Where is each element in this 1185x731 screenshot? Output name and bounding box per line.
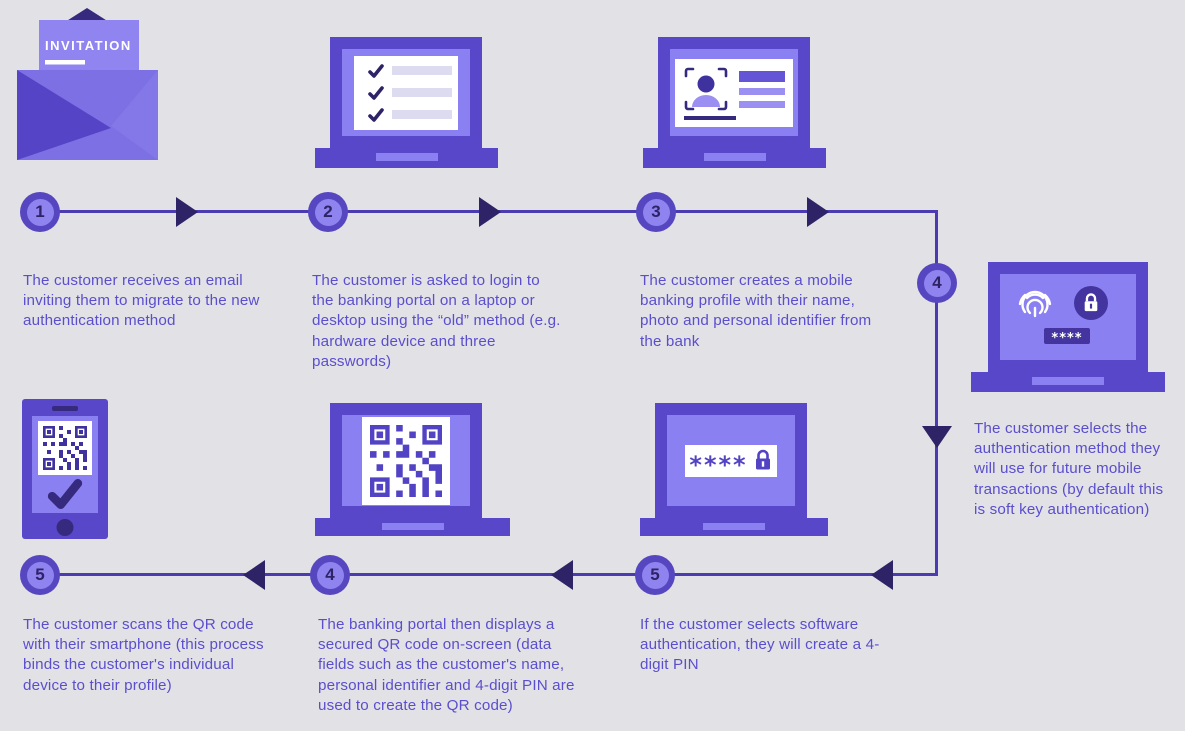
laptop-base bbox=[640, 518, 828, 536]
laptop-qr-icon bbox=[315, 403, 510, 536]
pin-field: **** bbox=[685, 444, 777, 479]
step4-qr-description: The banking portal then displays a secur… bbox=[318, 616, 575, 714]
step-node-5-scan: 5 bbox=[20, 555, 60, 595]
laptop-display: **** bbox=[1000, 274, 1136, 360]
checklist-card bbox=[354, 55, 458, 130]
lock-badge bbox=[1074, 286, 1108, 320]
laptop-notch bbox=[1032, 377, 1104, 385]
step-number: 5 bbox=[26, 561, 54, 589]
laptop-base bbox=[315, 148, 498, 168]
step-node-1: 1 bbox=[20, 192, 60, 232]
laptop-display bbox=[342, 415, 470, 506]
pin-mask-text: **** bbox=[689, 450, 748, 479]
step-number: 3 bbox=[642, 198, 670, 226]
laptop-display: **** bbox=[667, 415, 795, 506]
checklist-line bbox=[392, 110, 452, 119]
checklist-row bbox=[368, 63, 458, 78]
arrow-left-icon bbox=[551, 560, 573, 590]
profile-detail-bar bbox=[739, 87, 785, 95]
laptop-profile-icon bbox=[643, 37, 826, 168]
step-number: 5 bbox=[641, 561, 669, 589]
arrow-right-icon bbox=[479, 197, 501, 227]
qr-code-large bbox=[362, 416, 450, 505]
arrow-left-icon bbox=[243, 560, 265, 590]
envelope-graphic bbox=[17, 8, 158, 160]
laptop-base bbox=[971, 372, 1165, 392]
step5-scan-description: The customer scans the QR code with thei… bbox=[23, 616, 264, 694]
fingerprint-icon bbox=[1018, 290, 1052, 318]
pin-field: **** bbox=[1044, 328, 1090, 346]
laptop-screen bbox=[658, 37, 810, 148]
laptop-base bbox=[315, 518, 510, 536]
arrow-right-icon bbox=[807, 197, 829, 227]
step-number: 2 bbox=[314, 198, 342, 226]
step-number: 4 bbox=[923, 269, 951, 297]
checklist-row bbox=[368, 85, 458, 100]
qr-pattern bbox=[370, 424, 442, 497]
check-icon bbox=[47, 479, 83, 509]
step-node-5-pin: 5 bbox=[635, 555, 675, 595]
laptop-display bbox=[670, 49, 798, 136]
lock-icon bbox=[755, 449, 770, 470]
check-icon bbox=[368, 107, 384, 122]
phone-speaker bbox=[52, 406, 78, 411]
step2-description: The customer is asked to login to the ba… bbox=[312, 272, 561, 370]
pin-mask-text: **** bbox=[1051, 330, 1083, 346]
laptop-base bbox=[643, 148, 826, 168]
profile-card bbox=[675, 58, 793, 127]
phone-home-button bbox=[56, 519, 74, 536]
smartphone-qr-icon bbox=[22, 399, 108, 539]
arrow-down-icon bbox=[922, 426, 952, 448]
step-node-3: 3 bbox=[636, 192, 676, 232]
step4-select-description: The customer selects the authentication … bbox=[974, 420, 1164, 518]
step-number: 1 bbox=[26, 198, 54, 226]
timeline-right-line bbox=[935, 210, 938, 576]
profile-detail-bar bbox=[739, 100, 785, 108]
qr-code-small bbox=[38, 421, 92, 475]
lock-icon bbox=[1084, 293, 1098, 312]
step5-pin-description: If the customer selects software authent… bbox=[640, 616, 880, 674]
laptop-notch bbox=[375, 153, 438, 161]
checklist-line bbox=[392, 66, 452, 75]
step-number: 4 bbox=[316, 561, 344, 589]
laptop-notch bbox=[381, 523, 444, 530]
arrow-left-icon bbox=[871, 560, 893, 590]
laptop-screen bbox=[330, 403, 482, 518]
laptop-checklist-icon bbox=[315, 37, 498, 168]
email-invitation-icon: INVITATION bbox=[15, 8, 160, 162]
laptop-notch bbox=[703, 523, 765, 530]
laptop-notch bbox=[703, 153, 766, 161]
check-icon bbox=[368, 85, 384, 100]
laptop-auth-options-icon: **** bbox=[971, 262, 1165, 392]
step3-description: The customer creates a mobile banking pr… bbox=[640, 272, 872, 350]
arrow-right-icon bbox=[176, 197, 198, 227]
profile-name-line bbox=[684, 115, 736, 120]
step-node-4-qr: 4 bbox=[310, 555, 350, 595]
checklist-row bbox=[368, 107, 458, 122]
invitation-label: INVITATION bbox=[45, 38, 132, 53]
laptop-pin-icon: **** bbox=[640, 403, 828, 536]
qr-pattern bbox=[43, 426, 87, 470]
step-node-2: 2 bbox=[308, 192, 348, 232]
profile-photo-icon bbox=[684, 67, 728, 110]
profile-detail-bar bbox=[739, 70, 785, 82]
laptop-screen bbox=[330, 37, 482, 148]
laptop-screen: **** bbox=[655, 403, 807, 518]
timeline-bottom-line bbox=[40, 573, 937, 576]
checklist-line bbox=[392, 88, 452, 97]
step1-description: The customer receives an email inviting … bbox=[23, 272, 260, 330]
laptop-screen: **** bbox=[988, 262, 1148, 372]
laptop-display bbox=[342, 49, 470, 136]
step-node-4-select: 4 bbox=[917, 263, 957, 303]
phone-screen bbox=[32, 416, 98, 513]
check-icon bbox=[368, 63, 384, 78]
